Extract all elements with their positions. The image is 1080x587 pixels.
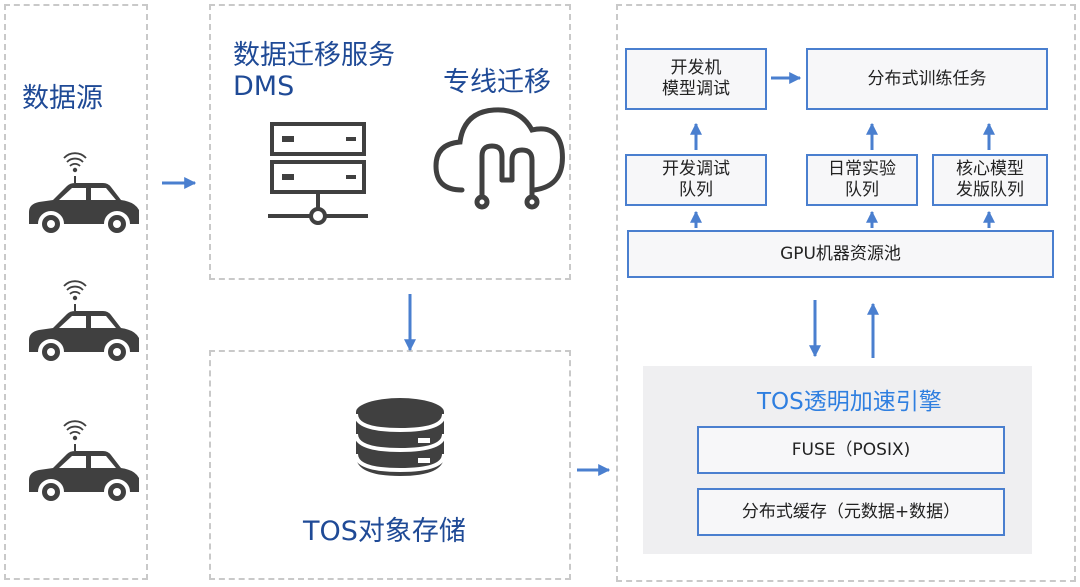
tos-storage-title: TOS对象存储 [303,516,466,547]
training-panel [616,4,1076,582]
storage-panel [209,350,571,580]
queue-daily-experiment: 日常实验 队列 [806,154,918,206]
distributed-task-label: 分布式训练任务 [867,68,987,89]
car-icon [27,419,141,505]
distributed-task-box: 分布式训练任务 [806,48,1048,110]
fuse-label: FUSE（POSIX) [791,439,911,460]
car-icon [27,279,141,365]
queue-core-model-release: 核心模型 发版队列 [932,154,1048,206]
fuse-box: FUSE（POSIX) [697,426,1005,474]
database-icon [354,398,446,476]
migration-panel [209,4,571,280]
server-icon [268,122,368,225]
queue-daily-experiment-label: 日常实验 队列 [828,159,896,200]
distributed-cache-label: 分布式缓存（元数据+数据） [741,501,961,522]
gpu-pool-box: GPU机器资源池 [627,230,1054,278]
cloud-icon [433,107,565,210]
queue-dev-debug-label: 开发调试 队列 [662,159,730,200]
accel-engine-title: TOS透明加速引擎 [757,389,942,415]
queue-dev-debug: 开发调试 队列 [625,154,767,206]
data-source-title: 数据源 [22,83,103,114]
queue-core-model-release-label: 核心模型 发版队列 [956,159,1024,200]
car-icon [27,151,141,237]
gpu-pool-label: GPU机器资源池 [780,243,901,264]
data-source-panel [4,4,148,580]
dedicated-line-title: 专线迁移 [443,67,551,98]
dev-machine-label: 开发机 模型调试 [662,58,730,99]
distributed-cache-box: 分布式缓存（元数据+数据） [697,488,1005,536]
dms-title: 数据迁移服务 DMS [233,40,395,102]
dev-machine-box: 开发机 模型调试 [625,48,767,110]
